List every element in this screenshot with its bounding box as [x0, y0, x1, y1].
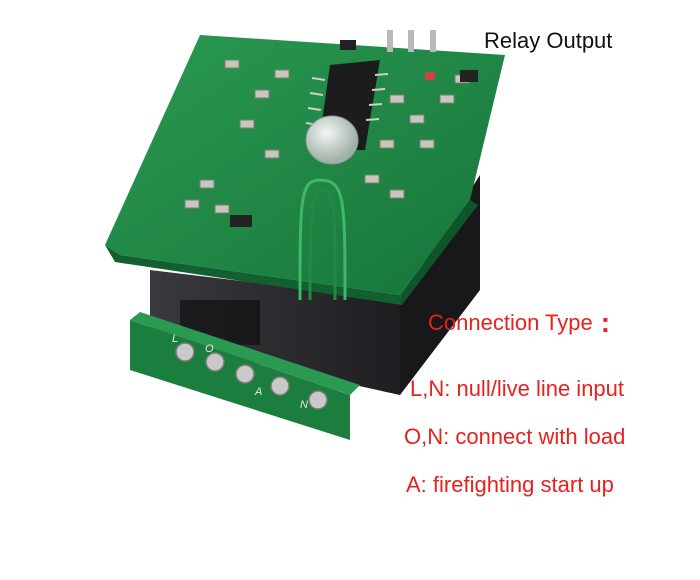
pin-label-n: N: [300, 399, 308, 411]
connection-line-on: O,N: connect with load: [404, 424, 626, 449]
pin-label-l: L: [172, 333, 178, 345]
pin-label-o: O: [205, 343, 214, 355]
pcb-board: [105, 30, 505, 305]
connection-line-ln: L,N: null/live line input: [410, 376, 625, 401]
relay-output-label: Relay Output: [484, 28, 613, 53]
connection-line-a: A: firefighting start up: [406, 472, 614, 497]
connection-type-text: Connection Type: [428, 310, 593, 335]
pin-header-board: L O A N: [130, 312, 360, 440]
connection-type-heading: Connection Type:: [428, 305, 611, 338]
pin-label-a: A: [254, 386, 262, 398]
connection-type-colon: :: [600, 307, 611, 338]
